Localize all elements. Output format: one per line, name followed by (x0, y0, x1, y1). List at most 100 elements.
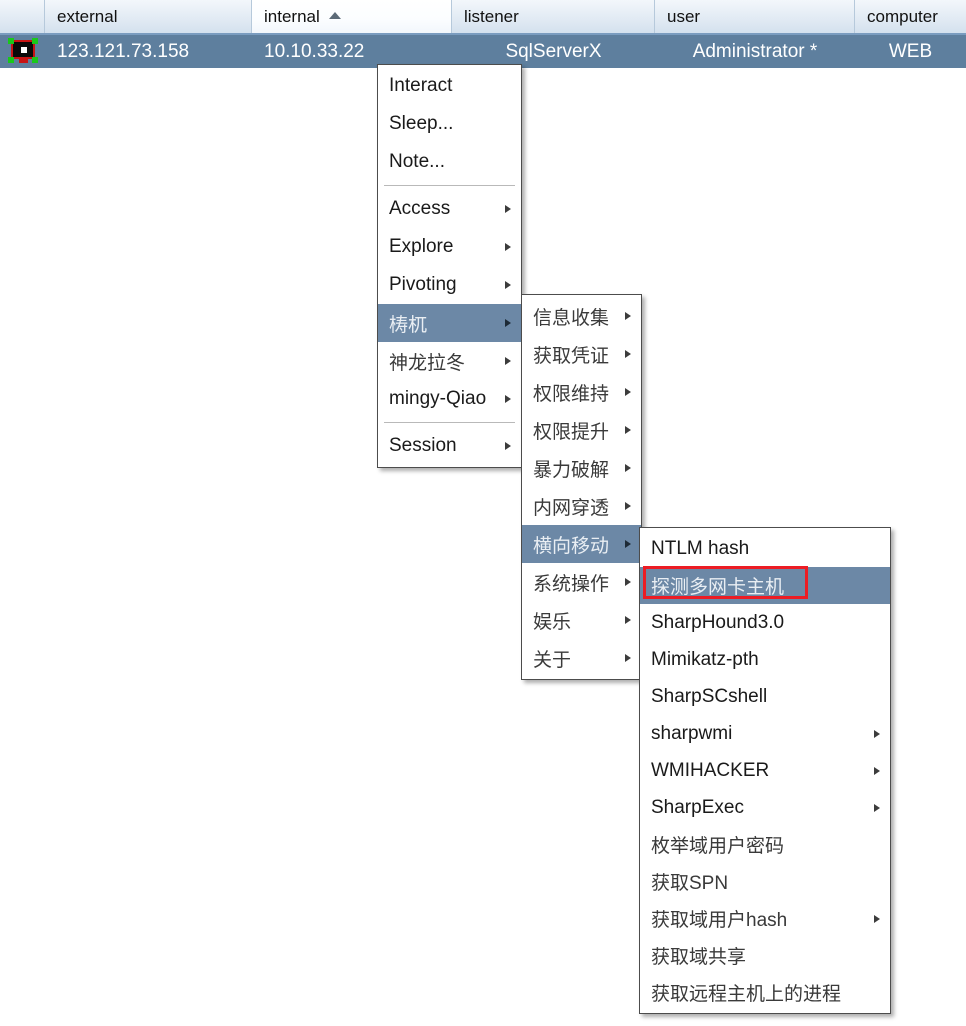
menu-item-sharpexec-label: SharpExec (651, 796, 744, 818)
chevron-right-icon (505, 205, 511, 213)
cell-listener: SqlServerX (505, 40, 602, 62)
chevron-right-icon (625, 540, 631, 548)
menu-item-detect-multi-nic-host[interactable]: 探测多网卡主机 (640, 567, 890, 604)
beacon-monitor-icon (7, 38, 38, 65)
menu-item-wmihacker[interactable]: WMIHACKER (640, 752, 890, 789)
table-row[interactable]: 123.121.73.158 10.10.33.22 SqlServerX Ad… (0, 35, 966, 68)
menu-item-shenlongladong[interactable]: 神龙拉冬 (378, 342, 521, 380)
chevron-right-icon (505, 357, 511, 365)
menu-item-get-domain-shares[interactable]: 获取域共享 (640, 937, 890, 974)
column-header-internal[interactable]: internal (252, 0, 452, 33)
menu-item-about-label: 关于 (533, 649, 572, 671)
menu-item-mingy-qiao-label: mingy-Qiao (389, 388, 487, 409)
menu-item-intranet-tunneling-label: 内网穿透 (533, 497, 610, 519)
column-header-listener-label: listener (464, 6, 519, 26)
menu-item-mimikatz-pth-label: Mimikatz-pth (651, 648, 759, 670)
menu-item-sharpscshell-label: SharpSCshell (651, 685, 768, 707)
menu-item-system-operations[interactable]: 系统操作 (522, 563, 641, 601)
chevron-right-icon (625, 616, 631, 624)
menu-item-get-domain-user-hash-label: 获取域用户hash (651, 910, 788, 931)
cell-internal: 10.10.33.22 (264, 40, 365, 62)
column-header-external[interactable]: external (45, 0, 252, 33)
menu-item-privilege-escalation[interactable]: 权限提升 (522, 411, 641, 449)
chevron-right-icon (505, 281, 511, 289)
menu-item-get-credentials-label: 获取凭证 (533, 345, 610, 367)
menu-item-taowu[interactable]: 梼杌 (378, 304, 521, 342)
cell-external: 123.121.73.158 (57, 40, 190, 62)
chevron-right-icon (625, 502, 631, 510)
chevron-right-icon (874, 729, 880, 738)
chevron-right-icon (874, 803, 880, 812)
menu-item-lateral-movement-label: 横向移动 (533, 535, 610, 557)
sort-ascending-icon (328, 12, 341, 19)
menu-item-brute-force[interactable]: 暴力破解 (522, 449, 641, 487)
menu-item-sharphound-label: SharpHound3.0 (651, 611, 785, 633)
menu-item-get-spn[interactable]: 获取SPN (640, 863, 890, 900)
chevron-right-icon (625, 654, 631, 662)
column-header-internal-label: internal (264, 6, 320, 26)
column-header-user[interactable]: user (655, 0, 855, 33)
menu-item-shenlongladong-label: 神龙拉冬 (389, 352, 466, 374)
menu-item-mingy-qiao[interactable]: mingy-Qiao (378, 380, 521, 418)
menu-item-enumerate-domain-user-passwords-label: 枚举域用户密码 (651, 836, 785, 857)
menu-item-mimikatz-pth[interactable]: Mimikatz-pth (640, 641, 890, 678)
menu-item-privilege-escalation-label: 权限提升 (533, 421, 610, 443)
column-header-computer[interactable]: computer (855, 0, 966, 33)
menu-item-system-operations-label: 系统操作 (533, 573, 610, 595)
menu-item-get-domain-user-hash[interactable]: 获取域用户hash (640, 900, 890, 937)
menu-item-note[interactable]: Note... (378, 143, 521, 181)
menu-item-sharpwmi-label: sharpwmi (651, 722, 733, 744)
menu-item-get-remote-host-processes[interactable]: 获取远程主机上的进程 (640, 974, 890, 1011)
menu-item-ntlm-hash[interactable]: NTLM hash (640, 530, 890, 567)
column-header-icon[interactable] (0, 0, 45, 33)
menu-item-sharpwmi[interactable]: sharpwmi (640, 715, 890, 752)
menu-item-about[interactable]: 关于 (522, 639, 641, 677)
menu-item-enumerate-domain-user-passwords[interactable]: 枚举域用户密码 (640, 826, 890, 863)
menu-item-entertainment[interactable]: 娱乐 (522, 601, 641, 639)
menu-item-access-label: Access (389, 198, 451, 219)
menu-item-get-credentials[interactable]: 获取凭证 (522, 335, 641, 373)
menu-item-note-label: Note... (389, 151, 445, 172)
menu-item-explore[interactable]: Explore (378, 228, 521, 266)
chevron-right-icon (625, 388, 631, 396)
menu-item-sharphound[interactable]: SharpHound3.0 (640, 604, 890, 641)
menu-item-interact[interactable]: Interact (378, 67, 521, 105)
submenu-taowu[interactable]: 信息收集 获取凭证 权限维持 权限提升 暴力破解 内网穿透 横向移动 系统操作 … (521, 294, 642, 680)
menu-item-info-gathering-label: 信息收集 (533, 307, 610, 329)
menu-item-sharpscshell[interactable]: SharpSCshell (640, 678, 890, 715)
chevron-right-icon (625, 464, 631, 472)
menu-item-explore-label: Explore (389, 236, 454, 257)
column-header-user-label: user (667, 6, 701, 26)
column-header-listener[interactable]: listener (452, 0, 655, 33)
column-header-external-label: external (57, 6, 118, 26)
menu-item-entertainment-label: 娱乐 (533, 611, 572, 633)
menu-item-ntlm-hash-label: NTLM hash (651, 537, 750, 559)
row-icon-cell (0, 35, 45, 68)
chevron-right-icon (874, 914, 880, 923)
menu-item-intranet-tunneling[interactable]: 内网穿透 (522, 487, 641, 525)
menu-item-sleep[interactable]: Sleep... (378, 105, 521, 143)
chevron-right-icon (505, 319, 511, 327)
chevron-right-icon (625, 426, 631, 434)
menu-item-get-remote-host-processes-label: 获取远程主机上的进程 (651, 984, 842, 1005)
chevron-right-icon (625, 312, 631, 320)
menu-item-access[interactable]: Access (378, 190, 521, 228)
menu-item-wmihacker-label: WMIHACKER (651, 759, 770, 781)
context-menu[interactable]: Interact Sleep... Note... Access Explore… (377, 64, 522, 468)
menu-item-brute-force-label: 暴力破解 (533, 459, 610, 481)
chevron-right-icon (625, 578, 631, 586)
menu-item-pivoting[interactable]: Pivoting (378, 266, 521, 304)
submenu-lateral-movement[interactable]: NTLM hash 探测多网卡主机 SharpHound3.0 Mimikatz… (639, 527, 891, 1014)
cell-user: Administrator * (692, 40, 818, 62)
chevron-right-icon (625, 350, 631, 358)
menu-item-sharpexec[interactable]: SharpExec (640, 789, 890, 826)
menu-item-info-gathering[interactable]: 信息收集 (522, 297, 641, 335)
menu-item-persistence[interactable]: 权限维持 (522, 373, 641, 411)
column-header-computer-label: computer (867, 6, 938, 26)
menu-item-session[interactable]: Session (378, 427, 521, 465)
cell-computer: WEB (888, 40, 933, 62)
menu-item-lateral-movement[interactable]: 横向移动 (522, 525, 641, 563)
menu-item-session-label: Session (389, 435, 457, 456)
chevron-right-icon (505, 243, 511, 251)
menu-item-get-domain-shares-label: 获取域共享 (651, 947, 747, 968)
